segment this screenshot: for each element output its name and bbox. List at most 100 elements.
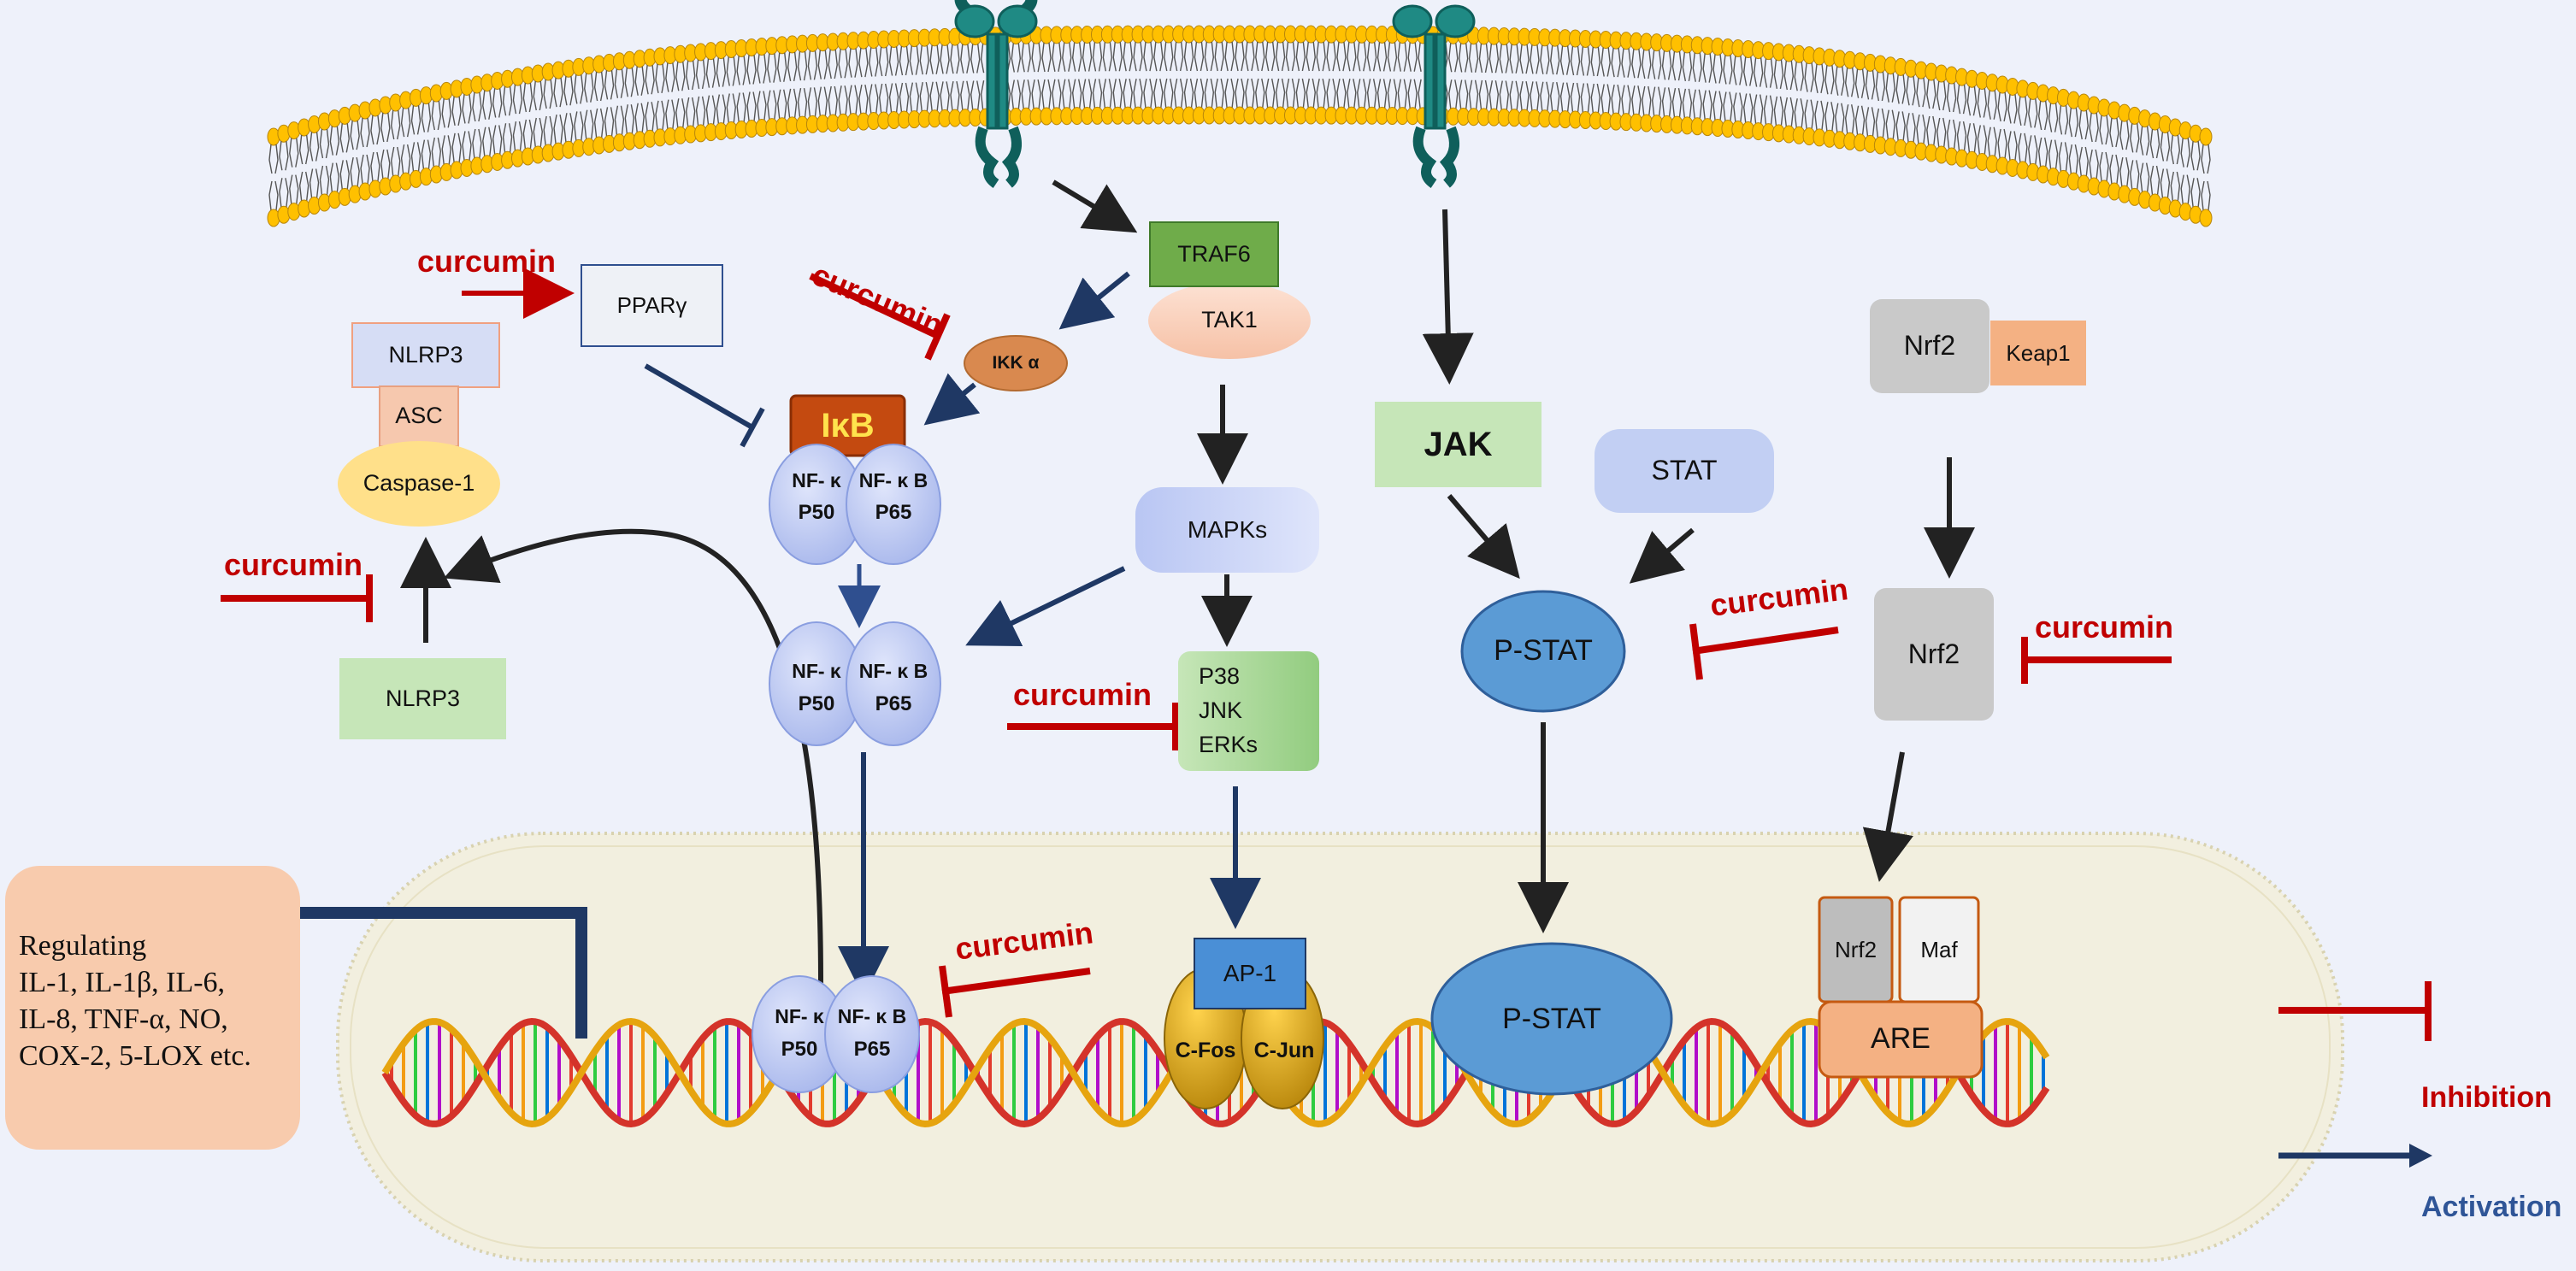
lipid-tail [1590,46,1601,77]
lipid-tail [2078,109,2089,140]
lipid-tail [1366,42,1377,72]
lipid-tail [1519,44,1530,74]
nrf2-mid-label: Nrf2 [1907,638,1960,669]
lipid-tail [787,51,798,82]
receptor-left-icon [954,0,1038,188]
lipid-tail [1357,79,1367,109]
lipid-tail [2119,157,2130,187]
lipid-tail [1916,114,1926,144]
lipid-tail [1926,79,1936,109]
lipid-tail [2099,151,2109,182]
lipid-tail [1285,41,1296,72]
lipid-tail [817,50,828,79]
lipid-tail [2028,98,2038,128]
lipid-tail [1987,90,1997,120]
lipid-tail [1387,42,1398,72]
lipid-tail [1600,47,1611,77]
lipid-tail [1366,79,1377,109]
lipid-tail [1235,78,1245,109]
mapks-label: MAPKs [1187,515,1268,543]
lipid-tail [1590,83,1601,114]
caspase-1-oval [338,441,500,527]
lipid-tail [1123,79,1133,109]
lipid-tail [1926,115,1936,146]
lipid-tail [360,154,370,185]
lipid-tail [1733,56,1743,85]
lipid-tail [1916,78,1926,108]
lipid-tail [2149,165,2160,196]
ap-1-label: AP-1 [1223,959,1277,986]
stat-label: STAT [1651,455,1718,486]
lipid-tail [1062,42,1072,72]
lipid-tail [736,92,746,122]
lipid-tail [970,44,981,74]
asc-box [379,385,459,447]
p50-mid-label: P50 [798,691,835,715]
lipid-tail [441,135,451,165]
lipid-tail [1844,68,1855,97]
lipid-tail [1204,41,1215,72]
lipid-tail [1092,42,1103,72]
lipid-tail [2170,171,2181,202]
lipid-tail [1743,93,1754,123]
lipid-tail [1264,78,1276,109]
lipid-tail [391,109,401,140]
lipid-tail [2130,123,2140,153]
curcumin-label-mapk: curcumin [1013,677,1152,712]
lipid-tail [1509,80,1519,110]
lipid-tail [828,85,838,116]
nrf2-top-label: Nrf2 [1903,330,1956,362]
lipid-tail [512,85,523,115]
lipid-tail [370,151,380,182]
regulating-line-3: IL-8, TNF-α, NO, [19,1003,228,1035]
lipid-tail [655,100,665,130]
lipid-tail [502,86,513,116]
lipid-tail [350,121,360,150]
lipid-tail [451,96,462,127]
lipid-tail [767,90,777,120]
lipid-tail [1102,79,1113,109]
lipid-tail [960,80,970,110]
lipid-tail [1692,89,1702,119]
lipid-tail [380,149,391,179]
lipid-tail [1966,123,1978,153]
lipid-tail [1600,84,1611,114]
p-stat-cytoplasm-label: P-STAT [1494,634,1593,668]
lipid-tail [289,174,299,204]
lipid-tail [1865,70,1876,100]
lipid-tail [2109,154,2119,185]
lipid-tail [1194,78,1205,109]
nfkb-top-left-label: NF- κ [792,469,841,492]
lipid-tail [309,168,320,198]
lipid-tail [869,47,879,77]
lipid-tail [2089,112,2099,143]
lipid-tail [1804,99,1814,129]
lipid-tail [685,60,696,91]
lipid-tail [2078,146,2089,177]
lipid-tail [869,84,879,114]
lipid-tail [1041,42,1052,73]
lipid-tail [1570,45,1581,76]
lipid-tail [1661,87,1672,117]
lipid-tail [1295,41,1306,72]
lipid-tail [878,46,889,77]
lipid-tail [1804,62,1814,92]
lipid-tail [1387,79,1398,109]
lipid-tail [899,82,910,113]
lipid-tail [1224,41,1235,72]
lipid-tail [574,111,584,141]
lipid-tail [1682,88,1693,119]
lipid-tail [1671,87,1683,118]
lipid-tail [410,142,421,172]
lipid-tail [2139,126,2150,156]
lipid-tail [279,141,289,171]
lipid-tail [1580,46,1591,76]
nlrp3-top-label: NLRP3 [388,341,463,368]
lipid-tail [1458,79,1469,109]
lipid-tail [1824,65,1835,95]
lipid-tail [726,56,736,86]
lipid-tail [1275,41,1286,72]
lipid-tail [400,108,411,138]
lipid-tail [2007,131,2018,161]
lipid-tail [482,90,492,120]
